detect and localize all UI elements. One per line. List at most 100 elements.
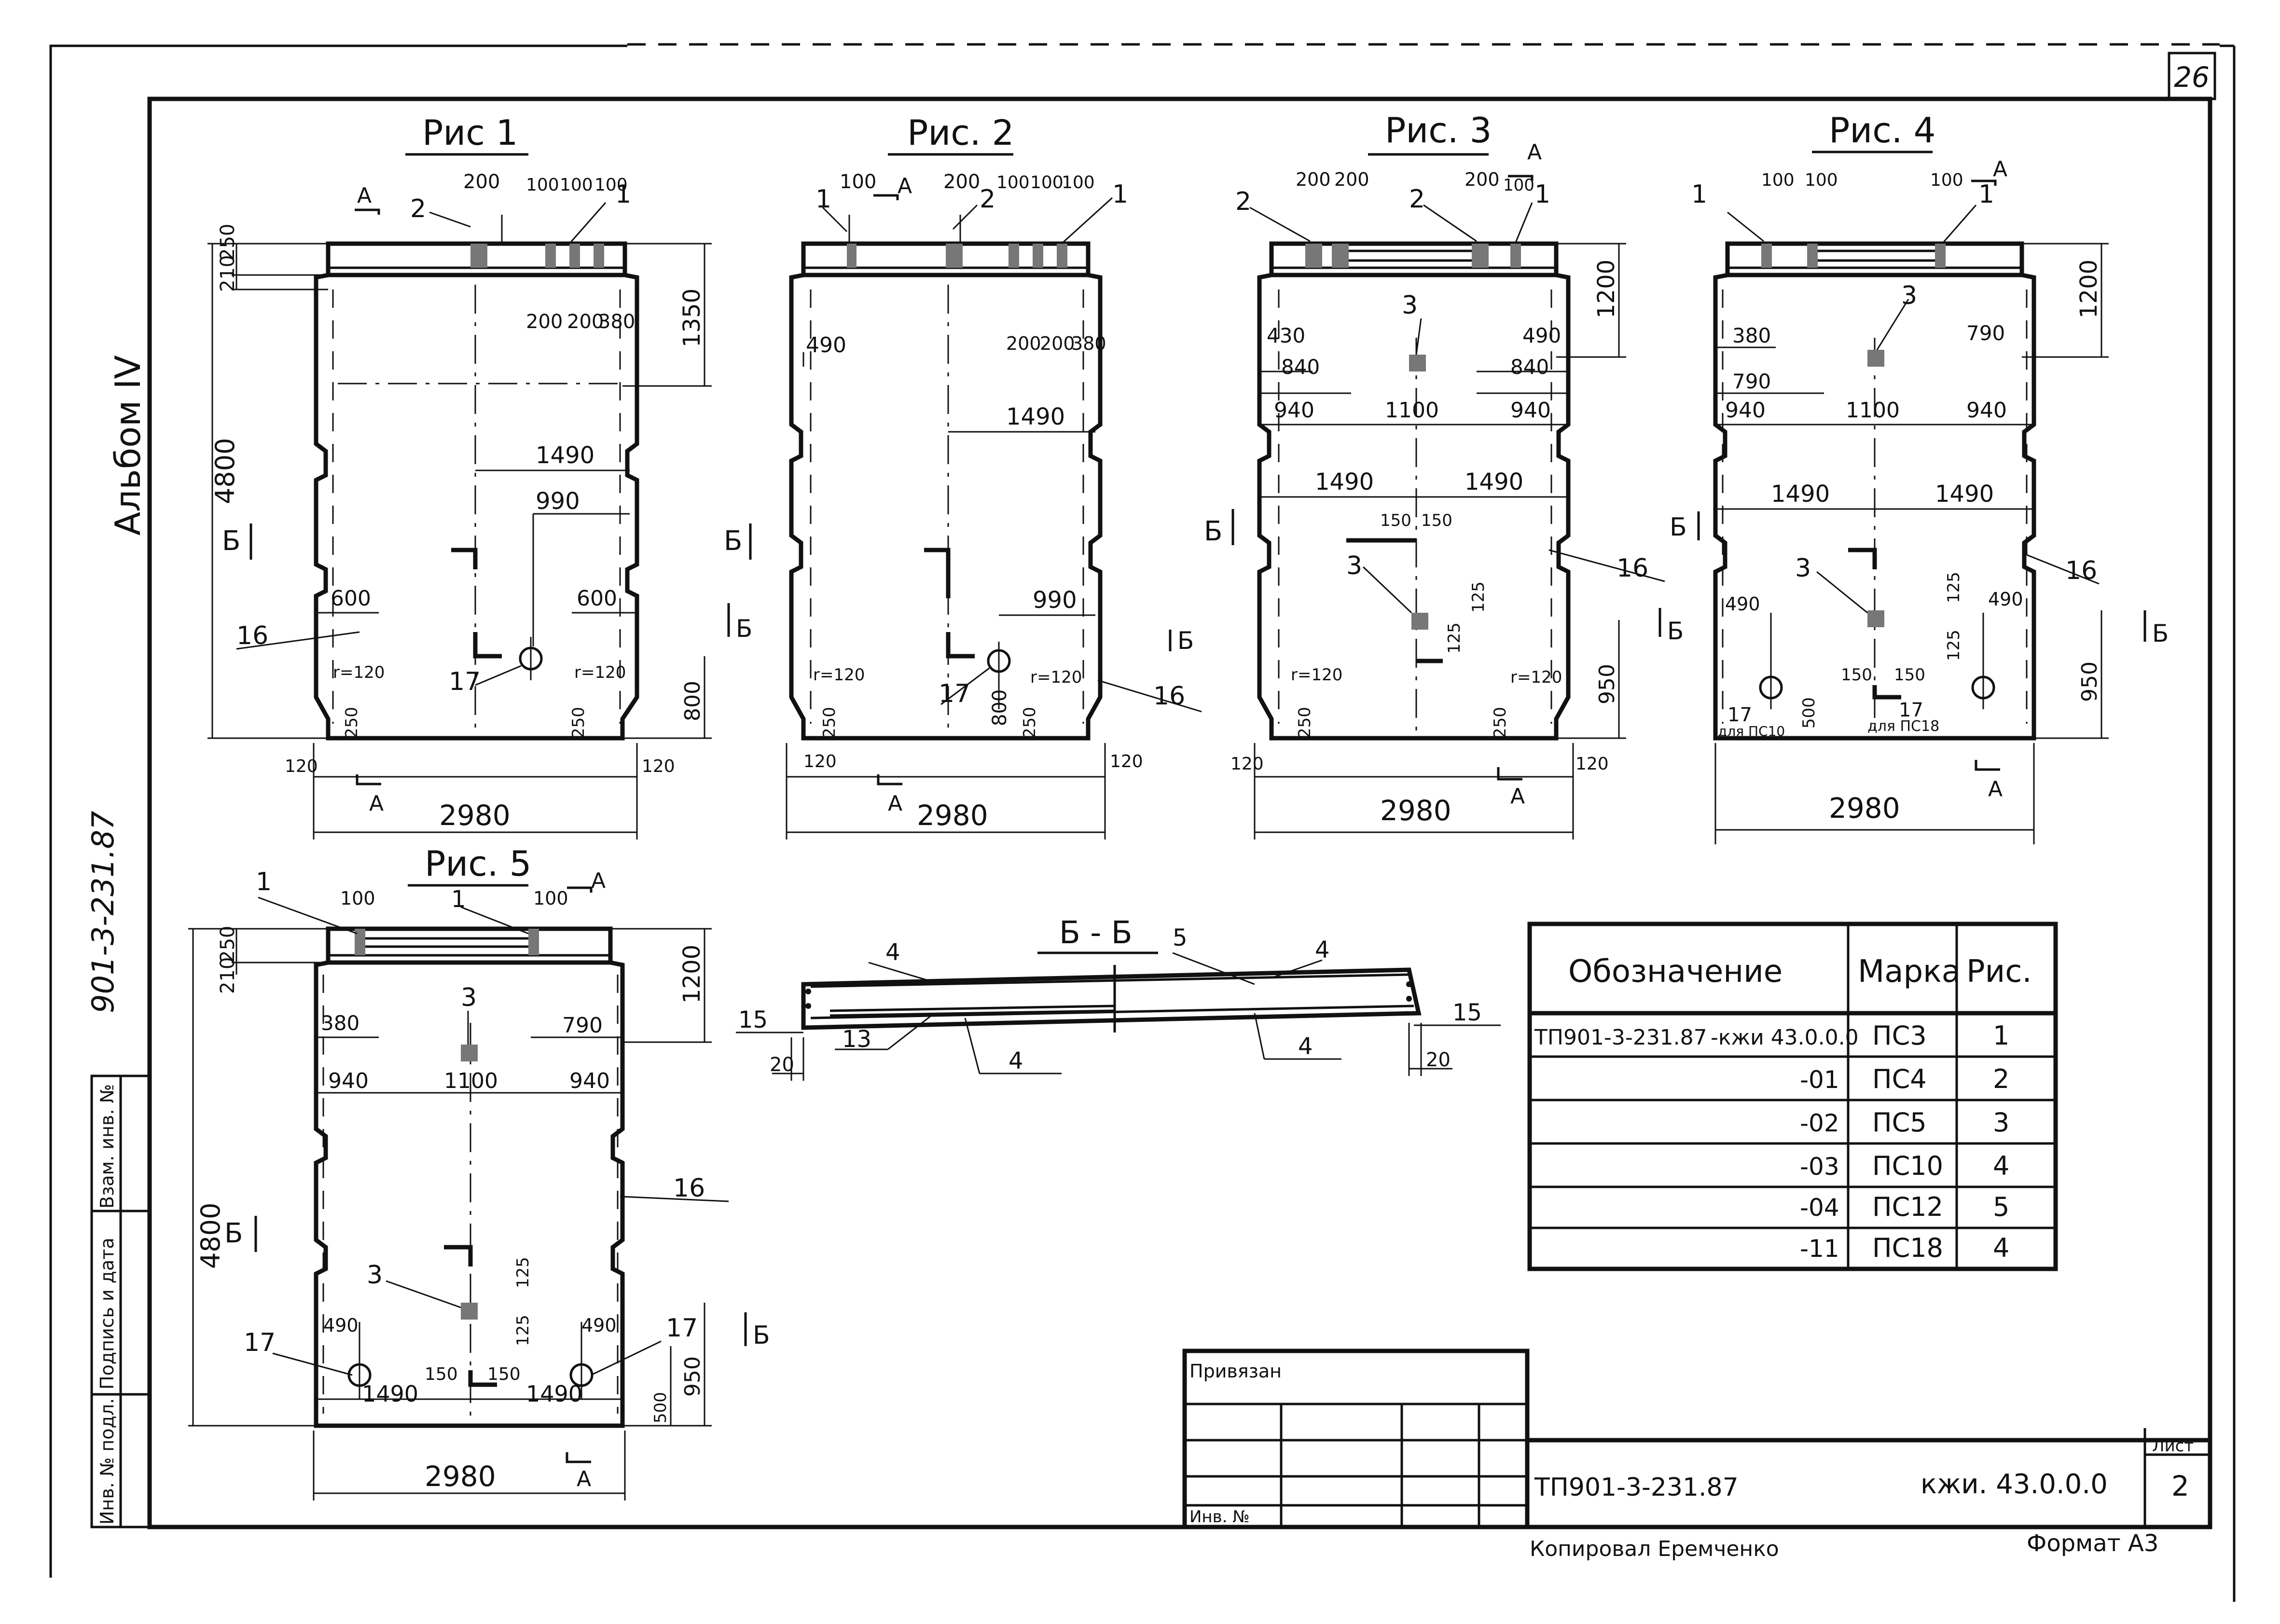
fig4-dim: 100 — [1930, 170, 1963, 190]
fig4-dim: 150 — [1894, 665, 1925, 685]
fig4-dim: 790 — [1966, 321, 2005, 345]
fig2-callout: 16 — [1153, 682, 1185, 711]
fig5-dim: 150 — [425, 1364, 458, 1384]
figure-4: Рис. 4 100 100 100 1200 — [1670, 110, 2169, 844]
table-row-mark: ПС5 — [1872, 1107, 1927, 1138]
bb-callout: 4 — [1298, 1033, 1313, 1060]
fig4-note-ps18: для ПС18 — [1867, 718, 1939, 735]
stamp-inv-podl: Инв. № подл. — [97, 1398, 118, 1525]
fig2-callout: 2 — [980, 185, 995, 214]
fig3-section-mark: А — [1510, 784, 1525, 809]
fig4-dim: 150 — [1841, 665, 1872, 685]
fig5-dim: 940 — [569, 1069, 610, 1093]
fig2-dim: 100 — [996, 173, 1030, 193]
format-label: Формат А3 — [2027, 1530, 2158, 1557]
fig5-dim: 940 — [328, 1069, 369, 1093]
fig4-callout: 1 — [1978, 180, 1994, 209]
fig4-section-mark: А — [1988, 777, 2003, 801]
album-label: Альбом IV — [108, 355, 148, 536]
fig5-dim: 210 — [217, 957, 239, 994]
table-header-mark: Марка — [1858, 954, 1961, 990]
fig1-dim: 100 — [526, 175, 559, 195]
fig4-callout: 17 — [1899, 699, 1923, 721]
fig1-dim: 250 — [342, 707, 361, 738]
fig1-dim: 600 — [331, 586, 371, 611]
fig3-dim: 430 — [1267, 324, 1305, 347]
fig1-height: 4800 — [210, 438, 240, 504]
fig2-dim: r=120 — [1030, 668, 1082, 687]
fig2-dim: 120 — [803, 752, 837, 771]
table-row-fig: 4 — [1993, 1233, 2009, 1263]
fig4-note-ps10: для ПС10 — [1718, 723, 1785, 739]
bb-dim: 20 — [1426, 1049, 1451, 1071]
sheet-top-number: 26 — [2174, 61, 2210, 94]
fig3-dim: 150 — [1421, 511, 1452, 530]
table-header-designation: Обозначение — [1568, 954, 1783, 990]
fig1-section-mark: Б — [222, 525, 240, 557]
fig2-title: Рис. 2 — [907, 112, 1014, 153]
fig3-dim: 250 — [1491, 707, 1510, 738]
table-row-mark: ПС12 — [1872, 1192, 1943, 1222]
figure-2: Рис. 2 100 200 100 100 100 490 200 200 — [724, 112, 1202, 840]
fig3-dim: 200 — [1334, 169, 1369, 190]
fig1-dim: 100 — [594, 175, 628, 195]
fig2-callout: 1 — [1112, 180, 1128, 209]
fig3-dim: 1200 — [1593, 260, 1620, 318]
fig1-callout: 2 — [410, 194, 426, 223]
fig1-section-mark: А — [369, 791, 384, 816]
sheet-frame: 26 — [49, 43, 2236, 1602]
fig5-dim: 100 — [533, 888, 568, 909]
fig5-dim: 500 — [651, 1392, 670, 1423]
fig3-section-mark: А — [1527, 140, 1542, 165]
table-row-suffix: -11 — [1800, 1235, 1839, 1263]
fig5-height: 4800 — [195, 1203, 226, 1269]
fig5-callout: 1 — [256, 867, 272, 896]
fig5-dim: 1100 — [444, 1069, 498, 1093]
table-row-fig: 2 — [1993, 1064, 2009, 1094]
fig2-section-mark: А — [898, 174, 912, 198]
fig3-dim: 490 — [1522, 324, 1561, 347]
fig3-callout: 3 — [1402, 291, 1418, 320]
fig3-callout: 2 — [1235, 187, 1251, 216]
fig2-dim: 100 — [840, 171, 876, 193]
fig1-dim: r=120 — [574, 663, 626, 682]
side-stamp: Инв. № подл. Подпись и дата Взам. инв. № — [90, 1074, 151, 1528]
fig1-dim: 600 — [577, 586, 617, 611]
fig2-dim: 100 — [1062, 173, 1095, 193]
fig4-section-mark: Б — [2152, 619, 2169, 647]
fig2-dim: 990 — [1033, 587, 1077, 614]
fig3-dim: 120 — [1230, 754, 1264, 774]
fig2-section-mark: А — [888, 791, 902, 816]
fig3-callout: 1 — [1534, 180, 1550, 209]
fig5-dim: 1490 — [362, 1381, 418, 1407]
fig5-dim: 380 — [321, 1011, 359, 1035]
table-row-code: ТП901-3-231.87 — [1534, 1025, 1707, 1050]
fig2-dim: 800 — [989, 689, 1011, 726]
table-row-fig: 1 — [1993, 1020, 2009, 1051]
fig3-dim: 100 — [1503, 176, 1534, 195]
fig3-dim: 200 — [1465, 169, 1500, 190]
fig4-dim: 1100 — [1846, 398, 1900, 423]
fig2-width: 2980 — [917, 799, 988, 832]
fig5-dim: 1200 — [678, 945, 705, 1004]
fig1-callout: 1 — [615, 180, 631, 209]
bb-callout: 4 — [1009, 1047, 1023, 1074]
fig1-dim: 990 — [536, 488, 580, 515]
table-row-fig: 4 — [1993, 1151, 2009, 1181]
fig3-dim: 200 — [1296, 169, 1331, 190]
fig1-dim: 210 — [217, 255, 239, 292]
fig5-section-mark: А — [577, 1467, 591, 1491]
figure-1: Рис 1 — [207, 112, 752, 840]
table-row-suffix: -кжи 43.0.0.0 — [1711, 1025, 1859, 1050]
bb-dim: 20 — [770, 1054, 794, 1076]
doc-code: ТП901-3-231.87 — [1534, 1473, 1739, 1502]
table-row-suffix: -03 — [1800, 1153, 1839, 1181]
figure-3: Рис. 3 200 200 200 — [1204, 110, 1684, 840]
fig4-dim: 790 — [1732, 370, 1771, 393]
fig2-dim: r=120 — [813, 665, 865, 685]
fig3-dim: 250 — [1295, 707, 1314, 738]
fig4-dim: 500 — [1799, 697, 1819, 729]
fig4-dim: 100 — [1761, 170, 1795, 190]
fig3-title: Рис. 3 — [1385, 110, 1492, 151]
